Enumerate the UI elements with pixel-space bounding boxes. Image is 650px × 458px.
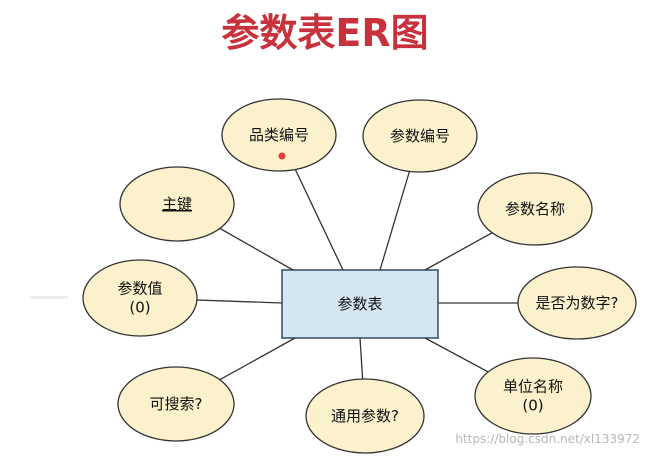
attribute-ellipse <box>221 98 337 172</box>
left-edge-mark <box>30 296 68 299</box>
attribute-canshuzhi: 参数值(0) <box>82 259 198 337</box>
attribute-nodes: 品类编号参数编号主键参数名称参数值(0)是否为数字?可搜索?通用参数?单位名称(… <box>82 98 637 454</box>
attribute-ellipse <box>362 99 478 173</box>
diagram-title: 参数表ER图 <box>221 11 428 55</box>
connector-lines <box>139 134 577 417</box>
attribute-ellipse <box>119 166 235 242</box>
attribute-label: 单位名称 <box>503 378 563 396</box>
attribute-label: 是否为数字? <box>536 294 619 312</box>
entity-node: 参数表 <box>281 269 439 339</box>
attribute-ellipse <box>82 259 198 337</box>
attribute-label: 主键 <box>162 195 192 213</box>
attribute-danweimingcheng: 单位名称(0) <box>474 357 592 435</box>
attribute-ellipse <box>477 172 593 246</box>
attribute-ellipse <box>474 357 592 435</box>
attribute-label: (0) <box>522 397 543 415</box>
attribute-kesousuo: 可搜索? <box>117 366 235 442</box>
attribute-canshubianhao: 参数编号 <box>362 99 478 173</box>
attribute-ellipse <box>117 366 235 442</box>
attribute-shifouweishuzi: 是否为数字? <box>517 266 637 340</box>
watermark-text: https://blog.csdn.net/xl133972 <box>455 432 640 446</box>
attribute-label: 通用参数? <box>331 407 399 425</box>
attribute-canshumingcheng: 参数名称 <box>477 172 593 246</box>
attribute-ellipse <box>305 378 425 454</box>
attribute-label: 参数值 <box>117 280 162 298</box>
attribute-zhujian: 主键 <box>119 166 235 242</box>
attribute-ellipse <box>517 266 637 340</box>
attribute-label: (0) <box>129 299 150 317</box>
attribute-tongyongcanshu: 通用参数? <box>305 378 425 454</box>
entity-box <box>281 269 439 339</box>
attribute-pinlei: 品类编号 <box>221 98 337 172</box>
attribute-label: 品类编号 <box>249 126 309 144</box>
attribute-label: 参数名称 <box>505 200 565 218</box>
entity-label: 参数表 <box>337 295 382 313</box>
attribute-label: 可搜索? <box>150 395 203 413</box>
cursor-dot-icon <box>278 152 286 160</box>
attribute-label: 参数编号 <box>390 127 450 145</box>
